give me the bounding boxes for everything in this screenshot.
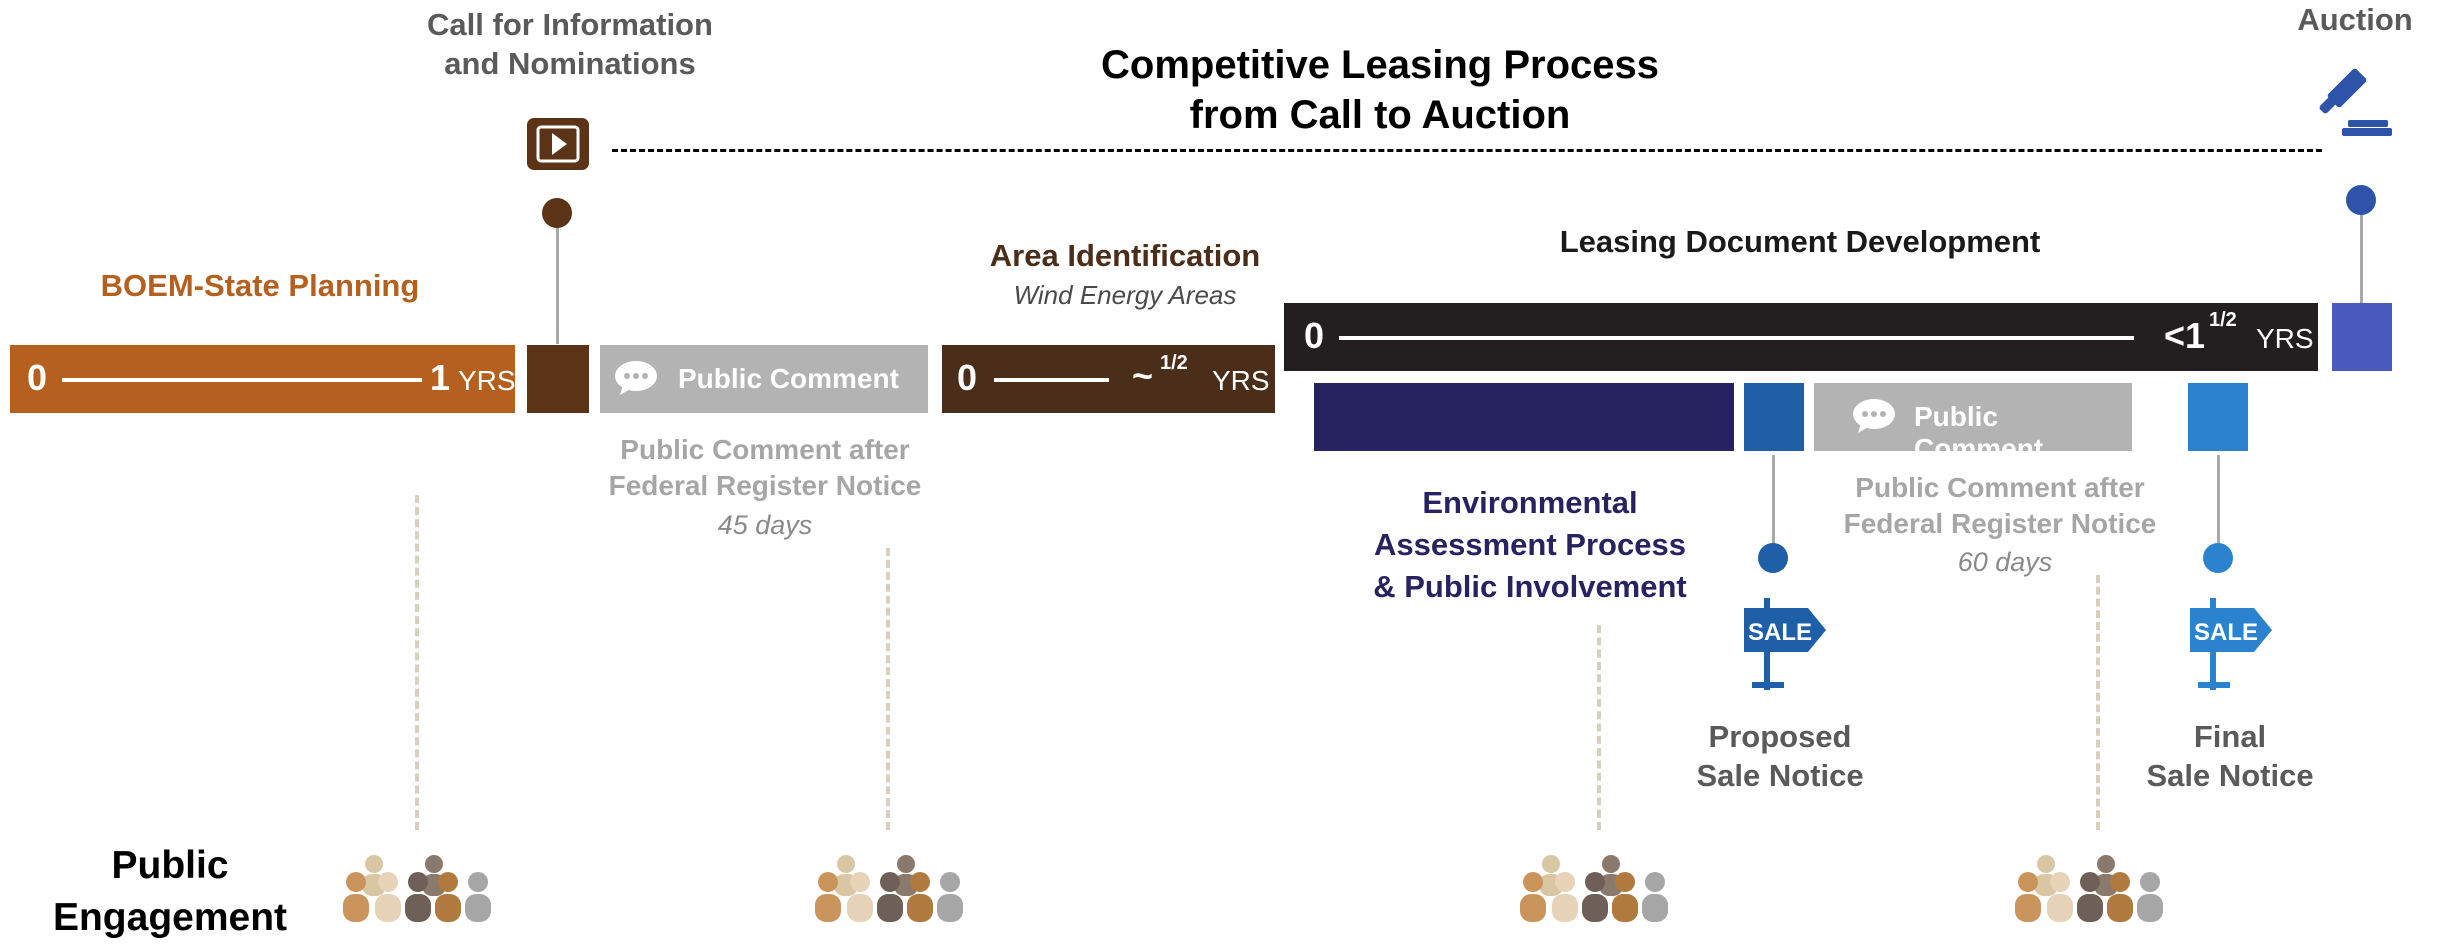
area-header: Area Identification Wind Energy Areas [930,238,1320,311]
proposed-sale-dot [1758,543,1788,573]
proposed-sale-line1: Proposed [1708,719,1852,754]
call-to-auction-dashed-line [612,149,2322,152]
public-comment-2-note: Public Comment after Federal Register No… [1800,470,2200,542]
auction-stem [2360,200,2363,308]
speech-bubble-icon [1853,399,1895,433]
proposed-sale-line2: Sale Notice [1696,758,1864,793]
sale-sign-icon: SALE [2184,598,2274,690]
environmental-line3: & Public Involvement [1373,569,1687,604]
planning-start: 0 [27,357,48,398]
people-group-icon [2010,852,2170,929]
auction-block [2332,303,2392,371]
call-stem [556,214,559,344]
people-group-icon [338,852,498,929]
proposed-sale-sign-text: SALE [1748,619,1812,646]
engagement-connector [886,548,890,830]
final-sale-line2: Sale Notice [2146,758,2314,793]
area-sublabel: Wind Energy Areas [1013,280,1237,310]
area-unit: YRS [1212,365,1270,396]
planning-end: 1 [430,357,451,398]
area-line [994,378,1109,382]
environmental-line2: Assessment Process [1374,527,1686,562]
final-sale-line1: Final [2193,719,2267,754]
public-comment-1-line2: Federal Register Notice [608,470,922,501]
engagement-connector [1597,625,1601,830]
auction-label: Auction [2297,2,2413,37]
leasing-end: <1 [2164,315,2206,356]
area-bar: 0 ~ 1/2 YRS [942,345,1275,413]
environmental-label: Environmental Assessment Process & Publi… [1320,482,1740,608]
call-label: Call for Information and Nominations [360,5,780,83]
area-end-fraction: 1/2 [1160,352,1188,374]
proposed-sale-block [1744,383,1804,451]
environmental-line1: Environmental [1422,485,1638,520]
planning-label: BOEM-State Planning [100,268,420,303]
final-sale-sign-text: SALE [2194,619,2258,646]
public-comment-2-badge: Public Comment [1814,383,2132,464]
public-engagement-line1: Public [111,844,229,887]
call-block [527,345,589,413]
proposed-sale-stem [1772,455,1775,555]
call-dot [542,198,572,228]
proposed-sale-label: Proposed Sale Notice [1650,717,1910,795]
public-comment-2-line2: Federal Register Notice [1843,508,2157,539]
public-engagement-line2: Engagement [52,896,288,939]
final-sale-label: Final Sale Notice [2100,717,2360,795]
play-icon [527,118,589,170]
planning-unit: YRS [458,365,516,396]
final-sale-dot [2203,543,2233,573]
leasing-end-fraction: 1/2 [2209,309,2237,331]
public-comment-2-days: 60 days [1957,547,2053,577]
planning-line [62,378,422,382]
title-line2: from Call to Auction [1189,93,1571,137]
public-comment-1-days: 45 days [717,510,813,540]
public-comment-1-note: Public Comment after Federal Register No… [585,432,945,504]
title-line1: Competitive Leasing Process [1101,43,1659,87]
final-sale-stem [2217,455,2220,555]
gavel-icon [2308,68,2392,140]
public-comment-1-line1: Public Comment after [620,434,910,465]
public-comment-1-label: Public Comment [678,363,899,394]
speech-bubble-icon [615,361,657,395]
final-sale-block [2188,383,2248,451]
sale-sign-icon: SALE [1738,598,1828,690]
public-comment-2-line1: Public Comment after [1855,472,2145,503]
engagement-connector [2096,575,2100,830]
leasing-start: 0 [1304,315,1325,356]
engagement-connector [415,495,419,830]
call-label-line2: and Nominations [444,46,696,81]
public-comment-2-label: Public Comment [1914,401,2044,464]
diagram-title: Competitive Leasing Process from Call to… [980,40,1780,140]
area-start: 0 [957,357,978,398]
public-engagement-label: Public Engagement [20,840,320,944]
leasing-bar: 0 <1 1/2 YRS [1284,303,2318,371]
public-comment-1-badge: Public Comment [600,345,928,413]
people-group-icon [1515,852,1675,929]
leasing-line [1339,336,2134,340]
environmental-bar [1314,383,1734,451]
leasing-unit: YRS [2256,323,2314,354]
leasing-label: Leasing Document Development [1559,224,2041,259]
auction-dot [2346,185,2376,215]
planning-bar: 0 1 YRS [10,345,516,413]
people-group-icon [810,852,970,929]
area-label: Area Identification [989,238,1261,273]
area-end: ~ [1132,355,1154,396]
call-label-line1: Call for Information [427,7,713,42]
